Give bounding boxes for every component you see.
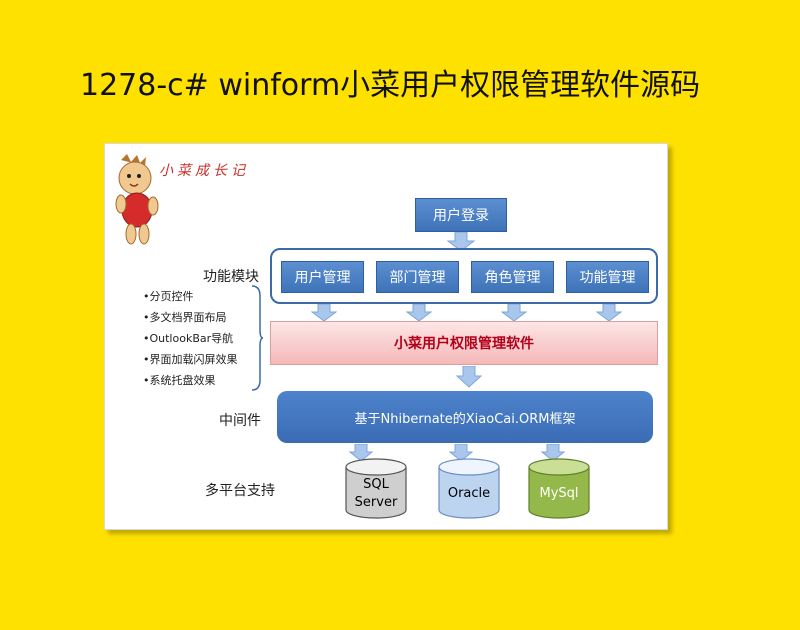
- label-platforms: 多平台支持: [205, 483, 275, 499]
- mascot-mouth: [129, 183, 139, 187]
- feature-item: •OutlookBar导航: [143, 332, 234, 345]
- mascot-leg: [125, 223, 137, 245]
- module-box: 用户管理: [281, 261, 364, 293]
- software-bar: 小菜用户权限管理软件: [270, 321, 658, 365]
- mascot-eye: [137, 174, 141, 178]
- arrow-down-icon: [449, 444, 473, 462]
- label-middleware: 中间件: [219, 413, 261, 429]
- login-box: 用户登录: [415, 198, 507, 232]
- arrow-down-icon: [501, 304, 527, 322]
- mascot-leg: [138, 223, 150, 245]
- mascot-head: [118, 161, 152, 195]
- database-icon: [528, 458, 590, 519]
- mascot-eye: [127, 174, 131, 178]
- database-icon: [438, 458, 500, 519]
- brace-connector: [251, 285, 264, 391]
- database-label: SQL Server: [354, 477, 398, 510]
- mascot-arm: [147, 196, 159, 216]
- mascot-body: [121, 192, 153, 228]
- module-box: 部门管理: [376, 261, 459, 293]
- arrow-down-icon: [447, 232, 475, 252]
- database-label: Oracle: [447, 486, 491, 501]
- label-modules: 功能模块: [203, 269, 259, 285]
- arrow-down-icon: [311, 304, 337, 322]
- feature-item: •界面加载闪屏效果: [143, 353, 238, 366]
- mascot-illustration: [115, 154, 159, 245]
- database-sqlserver: SQL Server: [345, 458, 407, 520]
- database-icon: [345, 458, 407, 519]
- logo-text: 小菜成长记: [159, 163, 249, 179]
- arrow-down-icon: [349, 444, 373, 462]
- middleware-bar: 基于Nhibernate的XiaoCai.ORM框架: [277, 391, 653, 443]
- arrow-down-icon: [596, 304, 622, 322]
- feature-item: •多文档界面布局: [143, 311, 227, 324]
- arrow-down-icon: [541, 444, 565, 462]
- module-box: 角色管理: [471, 261, 554, 293]
- database-mysql: MySql: [528, 458, 590, 520]
- feature-item: •系统托盘效果: [143, 374, 216, 387]
- mascot-arm: [115, 194, 127, 214]
- arrow-down-icon: [456, 366, 482, 388]
- page-title: 1278-c# winform小菜用户权限管理软件源码: [80, 68, 701, 103]
- database-oracle: Oracle: [438, 458, 500, 520]
- database-label: MySql: [539, 486, 579, 501]
- diagram-panel: 小菜成长记 用户登录 用户管理 部门管理 角色管理 功能管理 功能模块 •分页控…: [104, 143, 668, 530]
- arrow-down-icon: [406, 304, 432, 322]
- feature-item: •分页控件: [143, 290, 194, 303]
- module-box: 功能管理: [566, 261, 649, 293]
